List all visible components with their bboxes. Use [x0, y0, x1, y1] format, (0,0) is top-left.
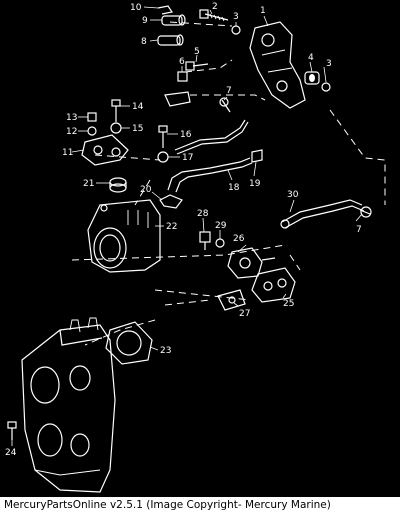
bracket-part-1	[249, 21, 306, 109]
grommet-part-21	[109, 177, 127, 193]
sensor-part-25	[251, 267, 296, 303]
washer-part-15	[110, 122, 122, 134]
callout-29: 29	[215, 221, 227, 231]
callout-17: 17	[182, 153, 193, 163]
nut-part-13	[87, 112, 97, 122]
hose-upper	[174, 119, 246, 151]
callout-9: 9	[142, 16, 148, 26]
washer-part-29	[215, 238, 225, 248]
valve-part-26	[227, 247, 276, 279]
spring-clip-part-10	[157, 5, 173, 15]
callout-7-upper: 7	[226, 86, 232, 96]
callout-12: 12	[66, 127, 77, 137]
callout-3-top: 3	[233, 12, 239, 22]
plug-part-28	[199, 231, 211, 250]
clip-bracket	[164, 91, 191, 107]
callout-23: 23	[160, 346, 171, 356]
gasket-part-23	[105, 321, 153, 365]
callout-19: 19	[249, 179, 261, 189]
connector-part-27	[217, 289, 246, 311]
callout-22: 22	[166, 222, 177, 232]
clip-part-19	[251, 149, 263, 163]
callout-4: 4	[308, 53, 314, 63]
screw-part-5	[185, 61, 209, 71]
callout-16: 16	[180, 130, 192, 140]
fitting-part-7-upper	[219, 97, 231, 113]
callout-25: 25	[283, 299, 294, 309]
callout-27: 27	[239, 309, 250, 319]
callout-5: 5	[194, 47, 200, 57]
nut-part-6	[177, 71, 188, 82]
screw-part-2	[199, 9, 229, 22]
callout-15: 15	[132, 124, 143, 134]
sleeve-part-9	[161, 14, 186, 26]
hose-part-30	[280, 199, 365, 229]
callout-28: 28	[197, 209, 209, 219]
callout-6: 6	[179, 57, 185, 67]
callout-labels: 1 2 3 3 4 5 6 7 7 8 9 10 11 12 13 14 15 …	[5, 2, 362, 458]
clamp-part-17	[157, 151, 169, 163]
callout-3-right: 3	[326, 59, 332, 69]
callout-13: 13	[66, 113, 77, 123]
screw-part-16	[158, 125, 168, 148]
callout-10: 10	[130, 3, 142, 13]
bracket-part-11	[81, 134, 129, 166]
callout-18: 18	[228, 183, 240, 193]
hose-part-18	[167, 157, 253, 193]
callout-1: 1	[260, 6, 266, 16]
callout-11: 11	[62, 148, 73, 158]
callout-24: 24	[5, 448, 17, 458]
screw-part-24	[7, 421, 17, 440]
leader-lines	[11, 6, 363, 446]
washer-part-12	[87, 126, 97, 136]
callout-30: 30	[287, 190, 299, 200]
throttle-body-part-22	[87, 199, 161, 273]
sleeve-part-8	[157, 34, 184, 46]
callout-7-lower: 7	[356, 225, 362, 235]
bushing-part-4	[304, 71, 320, 85]
callout-20: 20	[140, 185, 152, 195]
callout-2: 2	[212, 2, 218, 12]
parts-diagram: 1 2 3 3 4 5 6 7 7 8 9 10 11 12 13 14 15 …	[5, 2, 386, 493]
callout-8: 8	[141, 37, 147, 47]
callout-21: 21	[83, 179, 94, 189]
washer-part-3-right	[321, 82, 331, 92]
callout-26: 26	[233, 234, 245, 244]
screw-part-14	[111, 99, 121, 122]
clip-part-20	[159, 194, 183, 209]
washer-part-3-top	[231, 25, 241, 35]
callout-14: 14	[132, 102, 144, 112]
copyright-footer: MercuryPartsOnline v2.5.1 (Image Copyrig…	[0, 497, 400, 513]
intake-manifold	[21, 317, 116, 493]
fitting-part-7-lower	[359, 206, 372, 218]
assembly-guide-lines	[71, 21, 386, 346]
